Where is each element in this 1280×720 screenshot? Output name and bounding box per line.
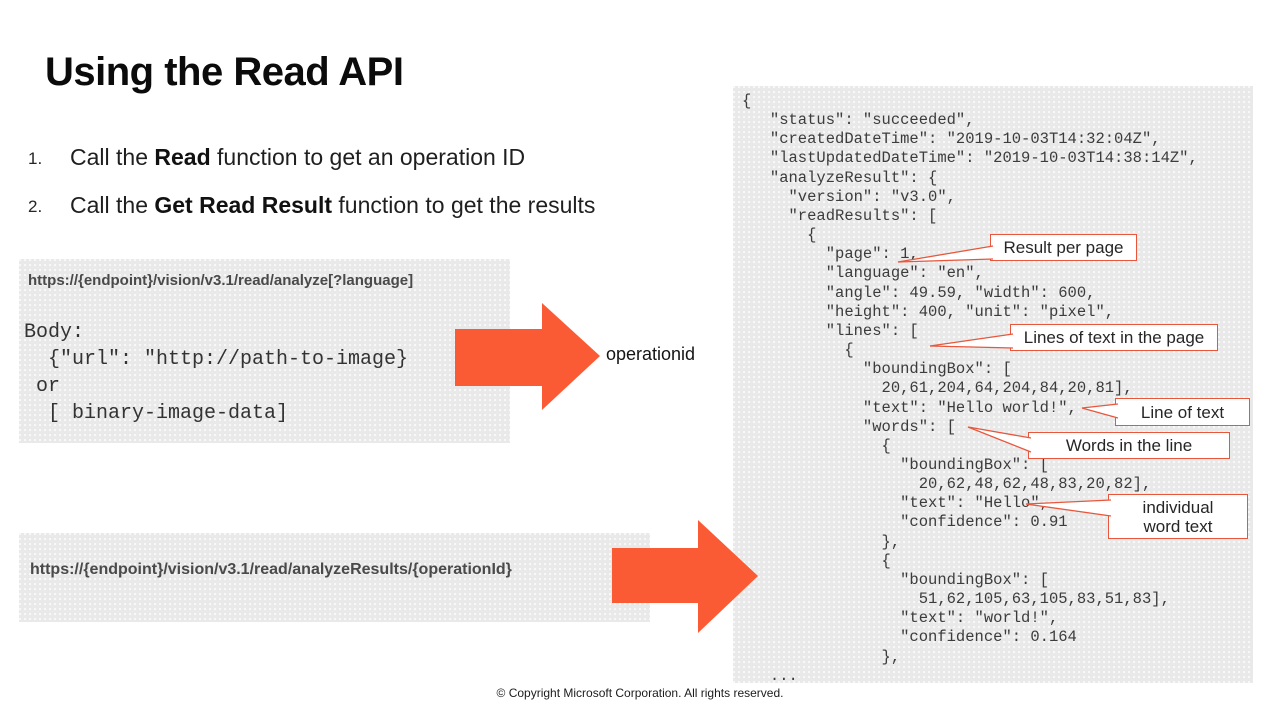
step-number: 1.: [28, 149, 43, 168]
callout-line-of-text: Line of text: [1115, 398, 1250, 426]
get-read-result-endpoint-url: https://{endpoint}/vision/v3.1/read/anal…: [30, 561, 512, 578]
step-text-bold: Get Read Result: [154, 192, 333, 218]
read-request-box: https://{endpoint}/vision/v3.1/read/anal…: [19, 259, 510, 443]
steps-list: 1. Call the Read function to get an oper…: [28, 144, 595, 240]
read-request-body-code: Body: {"url": "http://path-to-image} or …: [24, 321, 409, 425]
step-text-bold: Read: [154, 144, 211, 170]
operationid-label: operationid: [606, 344, 696, 364]
copyright-footer: © Copyright Microsoft Corporation. All r…: [496, 686, 784, 700]
json-response-panel: { "status": "succeeded", "createdDateTim…: [733, 86, 1253, 685]
list-item: 1. Call the Read function to get an oper…: [28, 144, 595, 171]
step-text: Call the Get Read Result function to get…: [70, 192, 595, 219]
step-text-suffix: function to get an operation ID: [210, 144, 526, 170]
list-item: 2. Call the Get Read Result function to …: [28, 192, 595, 219]
callout-lines-of-text: Lines of text in the page: [1010, 324, 1218, 351]
step-text: Call the Read function to get an operati…: [70, 144, 525, 171]
callout-result-per-page: Result per page: [990, 234, 1137, 261]
step-text-prefix: Call the: [70, 144, 155, 170]
step-text-suffix: function to get the results: [332, 192, 596, 218]
callout-individual-word-text: individual word text: [1108, 494, 1248, 539]
step-number: 2.: [28, 197, 43, 216]
json-response-code: { "status": "succeeded", "createdDateTim…: [742, 92, 1198, 685]
page-title: Using the Read API: [45, 50, 404, 94]
read-endpoint-url: https://{endpoint}/vision/v3.1/read/anal…: [28, 272, 414, 289]
step-text-prefix: Call the: [70, 192, 155, 218]
get-read-result-request-box: https://{endpoint}/vision/v3.1/read/anal…: [19, 533, 650, 622]
callout-words-in-line: Words in the line: [1028, 432, 1230, 459]
